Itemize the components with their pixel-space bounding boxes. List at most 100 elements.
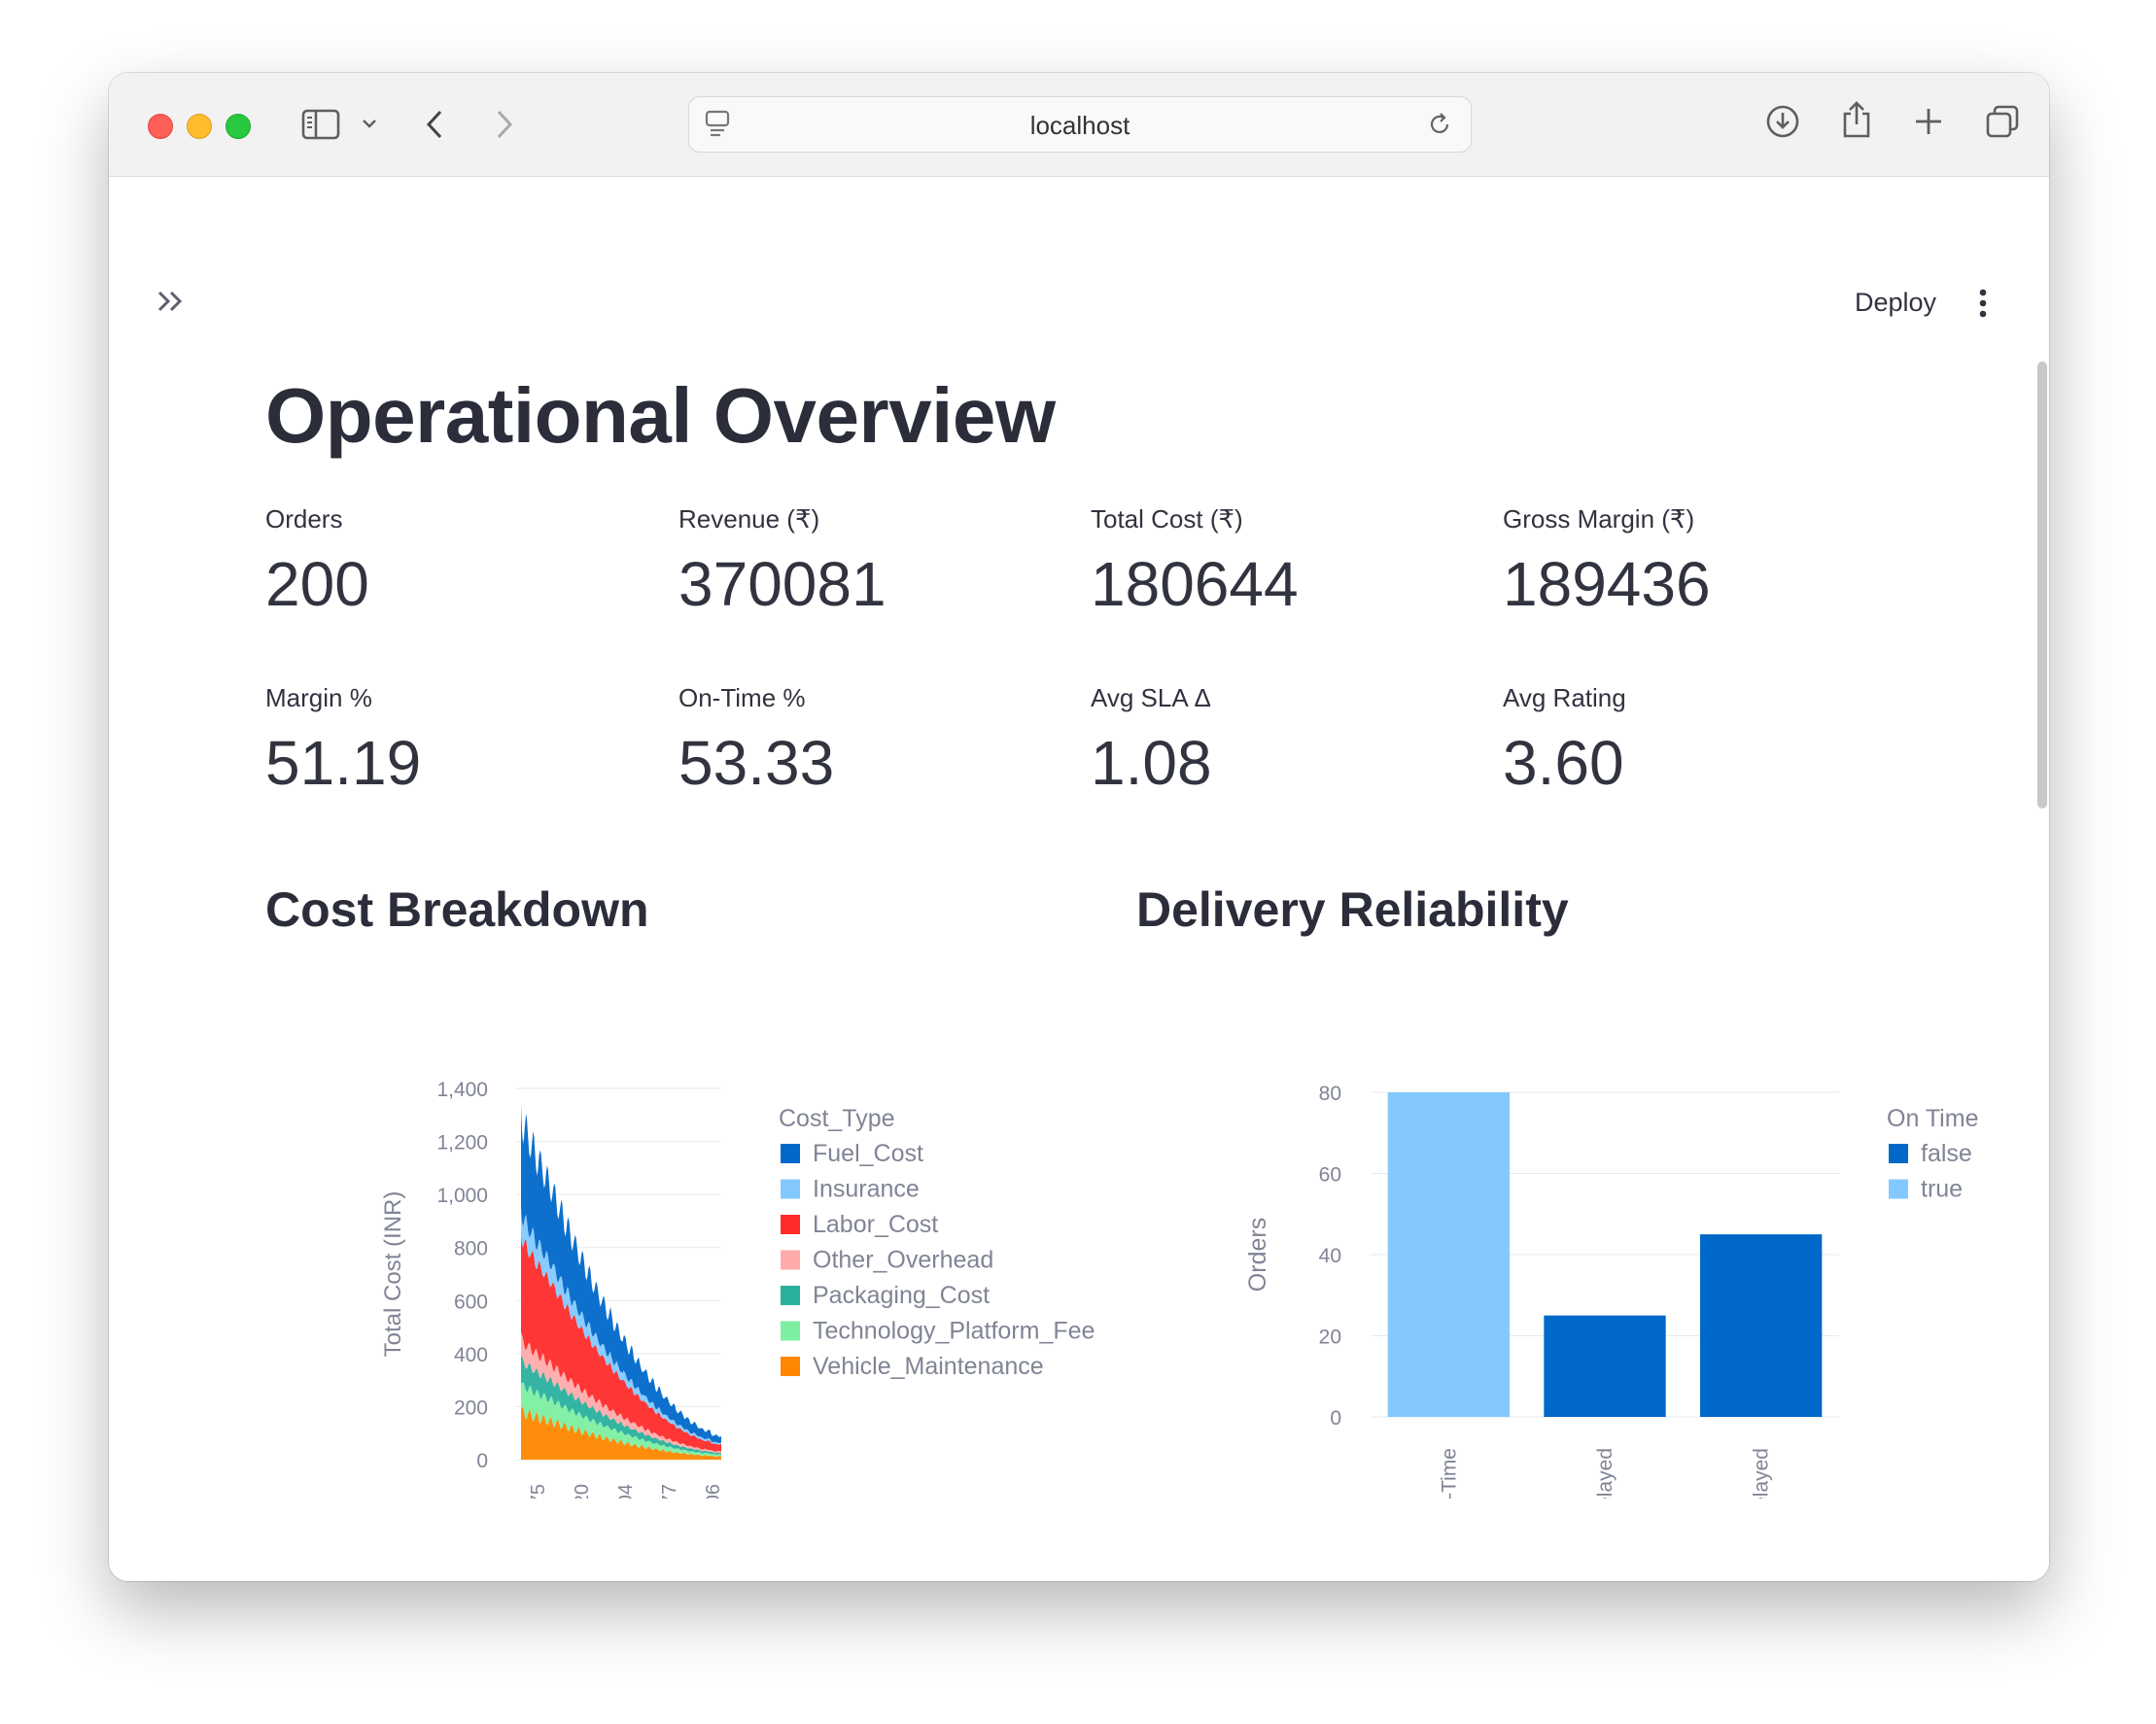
metric-label: Gross Margin (₹) (1503, 504, 1695, 534)
metric-avg-sla: Avg SLA Δ 1.08 (1091, 683, 1460, 799)
metric-value: 180644 (1091, 549, 1299, 619)
browser-window: localhost Deploy Operational Overview (109, 73, 2049, 1581)
legend-swatch (1889, 1179, 1908, 1199)
y-tick-label: 200 (454, 1396, 488, 1419)
metric-label: Avg SLA Δ (1091, 683, 1211, 712)
legend-swatch (1889, 1144, 1908, 1163)
y-tick-label: 400 (454, 1344, 488, 1366)
y-tick-label: 20 (1319, 1327, 1341, 1349)
y-tick-label: 0 (476, 1450, 488, 1472)
page-title: Operational Overview (265, 372, 1056, 459)
share-icon[interactable] (1837, 98, 1876, 141)
y-tick-label: 1,000 (436, 1185, 488, 1207)
main-menu-icon[interactable] (1973, 284, 1993, 323)
back-icon[interactable] (420, 108, 449, 141)
legend-title: Cost_Type (779, 1105, 895, 1132)
x-tick-label: ORD000120 (572, 1484, 593, 1499)
cost-breakdown-heading: Cost Breakdown (265, 882, 649, 937)
legend-item: true (1921, 1176, 1963, 1203)
deploy-button[interactable]: Deploy (1855, 288, 1937, 317)
metric-label: Revenue (₹) (678, 504, 820, 534)
x-tick-label: ORD000006 (703, 1484, 724, 1499)
close-window-button[interactable] (148, 114, 173, 139)
metric-label: Total Cost (₹) (1091, 504, 1243, 534)
new-tab-icon[interactable] (1909, 102, 1948, 141)
x-tick-label: Severely-Delayed (1594, 1448, 1617, 1499)
area-packaging-cost[interactable] (521, 1356, 721, 1455)
x-tick-label: ORD000077 (659, 1484, 680, 1499)
legend-item: Insurance (813, 1176, 920, 1203)
legend-swatch (781, 1357, 800, 1376)
bar-on-time[interactable] (1387, 1092, 1510, 1417)
metric-value: 200 (265, 549, 369, 619)
metric-label: On-Time % (678, 683, 806, 712)
metric-margin-pct: Margin % 51.19 (265, 683, 635, 799)
x-tick-label: On-Time (1438, 1448, 1460, 1499)
page-icon (703, 109, 732, 138)
url-text: localhost (1029, 111, 1130, 140)
legend-title: On Time (1887, 1105, 1978, 1132)
legend-swatch (781, 1215, 800, 1234)
metric-value: 1.08 (1091, 728, 1212, 798)
metric-value: 189436 (1503, 549, 1711, 619)
delivery-reliability-heading: Delivery Reliability (1136, 882, 1569, 937)
metric-gross-margin: Gross Margin (₹) 189436 (1503, 504, 1872, 620)
browser-toolbar: localhost (109, 73, 2049, 177)
metric-label: Margin % (265, 683, 372, 712)
area-fuel-cost[interactable] (521, 1104, 721, 1443)
legend-swatch (781, 1250, 800, 1270)
chevron-down-icon[interactable] (360, 114, 379, 133)
metric-label: Orders (265, 504, 343, 534)
expand-sidebar-icon[interactable] (154, 284, 192, 323)
address-bar[interactable]: localhost (688, 96, 1472, 153)
metric-value: 51.19 (265, 728, 422, 798)
y-tick-label: 0 (1330, 1407, 1341, 1430)
metric-value: 3.60 (1503, 728, 1624, 798)
metric-on-time-pct: On-Time % 53.33 (678, 683, 1048, 799)
delivery-reliability-chart[interactable]: 020406080OrdersDelivery_StatusOn-TimeSev… (1130, 954, 2004, 1499)
legend-item: false (1921, 1140, 1972, 1167)
app-content: Deploy Operational Overview Orders 200 R… (109, 177, 2049, 1581)
metric-value: 53.33 (678, 728, 835, 798)
area-technology-platform-fee[interactable] (521, 1382, 721, 1457)
x-tick-label: Slightly-Delayed (1751, 1448, 1773, 1499)
area-vehicle-maintenance[interactable] (521, 1406, 721, 1460)
y-tick-label: 1,200 (436, 1132, 488, 1155)
y-axis-label: Orders (1244, 1218, 1271, 1292)
x-tick-label: ORD000075 (528, 1484, 549, 1499)
area-labor-cost[interactable] (521, 1233, 721, 1452)
bar-severely-delayed[interactable] (1544, 1315, 1666, 1417)
legend-item: Fuel_Cost (813, 1140, 923, 1167)
legend-swatch (781, 1286, 800, 1305)
y-tick-label: 800 (454, 1238, 488, 1260)
legend-swatch (781, 1144, 800, 1163)
metric-avg-rating: Avg Rating 3.60 (1503, 683, 1872, 799)
forward-icon[interactable] (490, 108, 519, 141)
legend-item: Vehicle_Maintenance (813, 1353, 1044, 1380)
page-scrollbar[interactable] (2037, 362, 2047, 809)
metric-revenue: Revenue (₹) 370081 (678, 504, 1048, 620)
metric-value: 370081 (678, 549, 887, 619)
y-axis-label: Total Cost (INR) (380, 1191, 406, 1358)
tabs-overview-icon[interactable] (1983, 102, 2022, 141)
bar-slightly-delayed[interactable] (1700, 1234, 1823, 1417)
metric-total-cost: Total Cost (₹) 180644 (1091, 504, 1460, 620)
y-tick-label: 80 (1319, 1083, 1341, 1105)
y-tick-label: 60 (1319, 1164, 1341, 1187)
sidebar-icon[interactable] (299, 106, 342, 143)
legend-item: Labor_Cost (813, 1211, 938, 1238)
download-icon[interactable] (1763, 102, 1802, 141)
legend-swatch (781, 1179, 800, 1199)
zoom-window-button[interactable] (226, 114, 251, 139)
legend-item: Technology_Platform_Fee (813, 1318, 1095, 1345)
minimize-window-button[interactable] (187, 114, 212, 139)
y-tick-label: 1,400 (436, 1079, 488, 1101)
legend-swatch (781, 1321, 800, 1341)
x-tick-label: ORD000004 (615, 1484, 637, 1499)
y-tick-label: 40 (1319, 1245, 1341, 1267)
reload-icon[interactable] (1424, 109, 1455, 140)
metric-label: Avg Rating (1503, 683, 1626, 712)
legend-item: Other_Overhead (813, 1247, 993, 1274)
y-tick-label: 600 (454, 1291, 488, 1313)
